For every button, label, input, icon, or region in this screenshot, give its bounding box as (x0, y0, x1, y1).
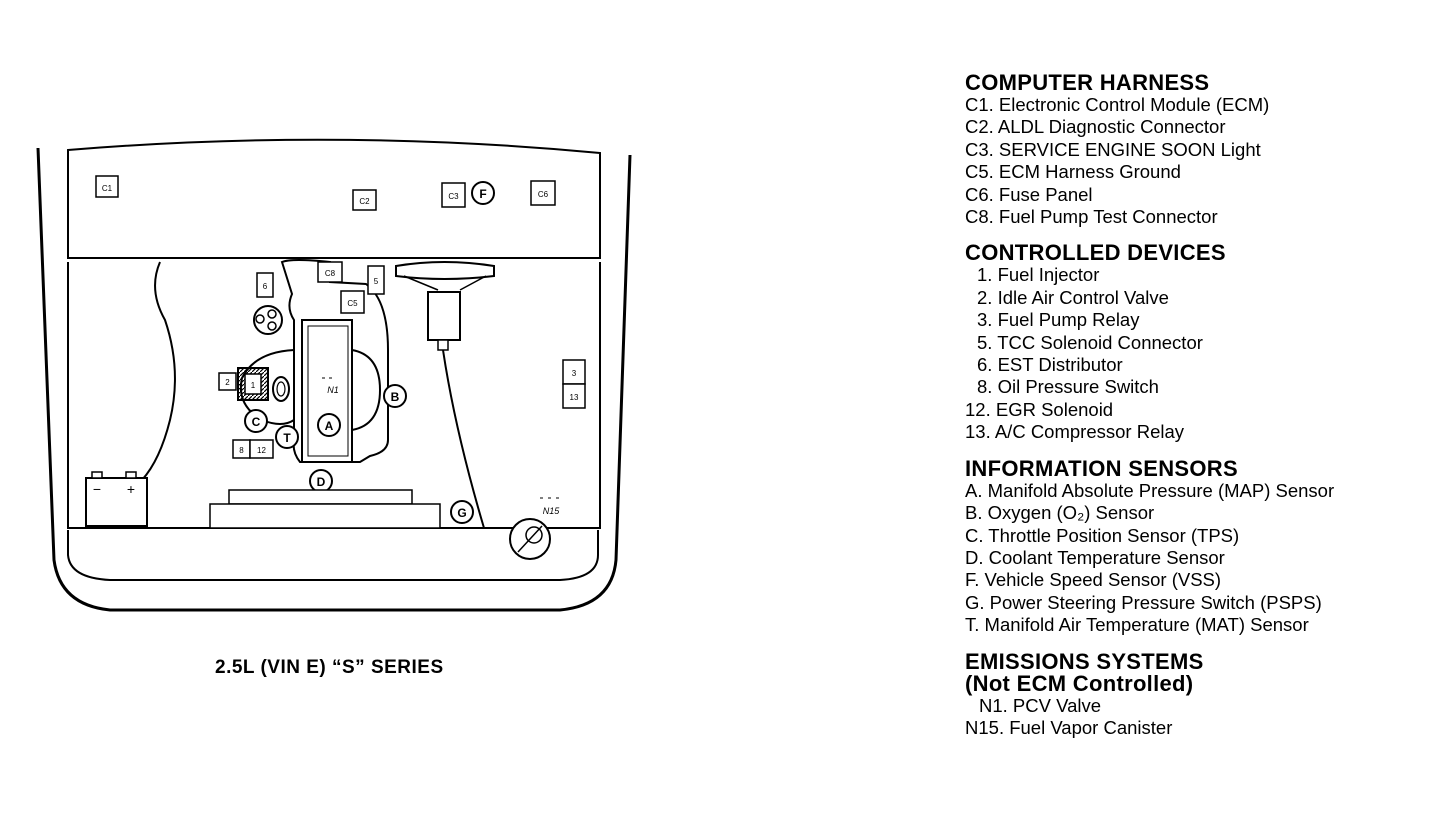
c3-label: C3 (448, 192, 459, 201)
d2-label: 2 (225, 378, 230, 387)
controlled-devices-section: CONTROLLED DEVICES 1. Fuel Injector 2. I… (965, 242, 1425, 443)
distributor-post-1 (255, 314, 265, 324)
legend-item-c5: C5. ECM Harness Ground (965, 161, 1181, 183)
c8-box (317, 261, 343, 283)
battery-plus-label: + (127, 481, 135, 497)
b-label: B (391, 390, 400, 404)
legend: COMPUTER HARNESS C1. Electronic Control … (965, 72, 1425, 753)
d2-box (218, 372, 237, 391)
battery (85, 477, 148, 527)
c3-box (441, 182, 466, 208)
t-marker (275, 425, 299, 449)
d1-label: 1 (251, 381, 256, 390)
legend-item-6: 6. EST Distributor (977, 354, 1123, 376)
b-marker (383, 384, 407, 408)
legend-item-n1: N1. PCV Valve (979, 694, 1102, 716)
legend-item-a: A. Manifold Absolute Pressure (MAP) Sens… (965, 479, 1335, 501)
air-cleaner (351, 349, 382, 431)
legend-item-c8: C8. Fuel Pump Test Connector (965, 206, 1218, 228)
c8-label: C8 (325, 269, 336, 278)
c1-box (95, 175, 119, 198)
computer-harness-title: COMPUTER HARNESS (965, 70, 1210, 95)
legend-item-1: 1. Fuel Injector (977, 264, 1100, 286)
reservoir-cap (395, 261, 495, 280)
emissions-systems-section: EMISSIONS SYSTEMS (Not ECM Controlled) N… (965, 648, 1425, 740)
legend-item-g: G. Power Steering Pressure Switch (PSPS) (965, 591, 1322, 613)
t-label: T (283, 431, 291, 445)
information-sensors-section: INFORMATION SENSORS A. Manifold Absolute… (965, 455, 1425, 637)
computer-harness-section: COMPUTER HARNESS C1. Electronic Control … (965, 72, 1425, 228)
d1-box (244, 373, 262, 395)
legend-item-n15: N15. Fuel Vapor Canister (965, 716, 1173, 738)
car-body-outline (36, 147, 632, 612)
controlled-devices-title: CONTROLLED DEVICES (965, 240, 1226, 266)
c2-label: C2 (359, 197, 370, 206)
d5-label: 5 (374, 277, 379, 286)
g-label: G (457, 506, 466, 520)
legend-item-3: 3. Fuel Pump Relay (977, 309, 1140, 331)
n15-canister-hose (517, 525, 543, 553)
cowl-outline (67, 138, 601, 259)
d13-box (562, 383, 586, 409)
radiator-top (228, 489, 413, 505)
d12-box (249, 439, 274, 459)
reservoir-body (427, 291, 461, 341)
g-marker (450, 500, 474, 524)
d6-box (256, 272, 274, 298)
c-label: C (252, 415, 261, 429)
d5-box (367, 265, 385, 295)
f-marker (471, 181, 495, 205)
legend-item-f: F. Vehicle Speed Sensor (VSS) (965, 569, 1222, 591)
legend-item-13: 13. A/C Compressor Relay (965, 421, 1185, 443)
a-marker (317, 413, 341, 437)
c1-label: C1 (102, 184, 113, 193)
legend-item-2: 2. Idle Air Control Valve (977, 286, 1169, 308)
c6-label: C6 (538, 190, 549, 199)
battery-minus-label: − (93, 481, 101, 497)
legend-item-c2: C2. ALDL Diagnostic Connector (965, 116, 1226, 138)
d13-label: 13 (570, 393, 579, 402)
d6-label: 6 (263, 282, 268, 291)
left-fender-curve (141, 261, 176, 481)
reservoir-neck (403, 275, 487, 291)
reservoir-fitting (437, 339, 449, 351)
emissions-systems-title: EMISSIONS SYSTEMS (965, 648, 1204, 674)
legend-item-c1: C1. Electronic Control Module (ECM) (965, 94, 1270, 115)
d-label: D (317, 475, 326, 489)
distributor-post-2 (267, 309, 277, 319)
vapor-hose (442, 349, 485, 529)
iac-valve-inner (276, 381, 286, 397)
c5-label: C5 (347, 299, 358, 308)
valve-cover-inner (307, 325, 349, 457)
legend-item-t: T. Manifold Air Temperature (MAT) Sensor (965, 614, 1309, 636)
front-bumper-outline (67, 530, 599, 581)
legend-item-5: 5. TCC Solenoid Connector (977, 331, 1203, 353)
n1-label: N1 (327, 385, 339, 395)
c-marker (244, 409, 268, 433)
d12-label: 12 (257, 446, 266, 455)
legend-item-12: 12. EGR Solenoid (965, 398, 1114, 420)
legend-item-c3: C3. SERVICE ENGINE SOON Light (965, 138, 1261, 160)
emissions-systems-subtitle: (Not ECM Controlled) (965, 670, 1194, 696)
battery-post-left (91, 471, 103, 479)
distributor-post-3 (267, 321, 277, 331)
n15-label: N15 (543, 506, 561, 516)
c2-box (352, 189, 377, 211)
legend-item-c6: C6. Fuse Panel (965, 183, 1093, 205)
c6-box (530, 180, 556, 206)
battery-post-right (125, 471, 137, 479)
legend-item-c: C. Throttle Position Sensor (TPS) (965, 524, 1240, 546)
radiator (209, 503, 441, 529)
d8-label: 8 (239, 446, 244, 455)
legend-item-b: B. Oxygen (O₂) Sensor (965, 502, 1155, 524)
c5-box (340, 290, 365, 314)
legend-item-8: 8. Oil Pressure Switch (977, 376, 1159, 398)
d3-label: 3 (572, 369, 577, 378)
information-sensors-title: INFORMATION SENSORS (965, 455, 1238, 481)
a-label: A (325, 419, 334, 433)
f-label: F (479, 187, 486, 201)
engine-bay-diagram: C1 C2 C3 F C6 6 C8 5 C5 1 2 C 8 12 T A N… (36, 138, 632, 612)
legend-item-d: D. Coolant Temperature Sensor (965, 546, 1225, 568)
diagram-caption: 2.5L (VIN E) “S” SERIES (215, 657, 444, 678)
